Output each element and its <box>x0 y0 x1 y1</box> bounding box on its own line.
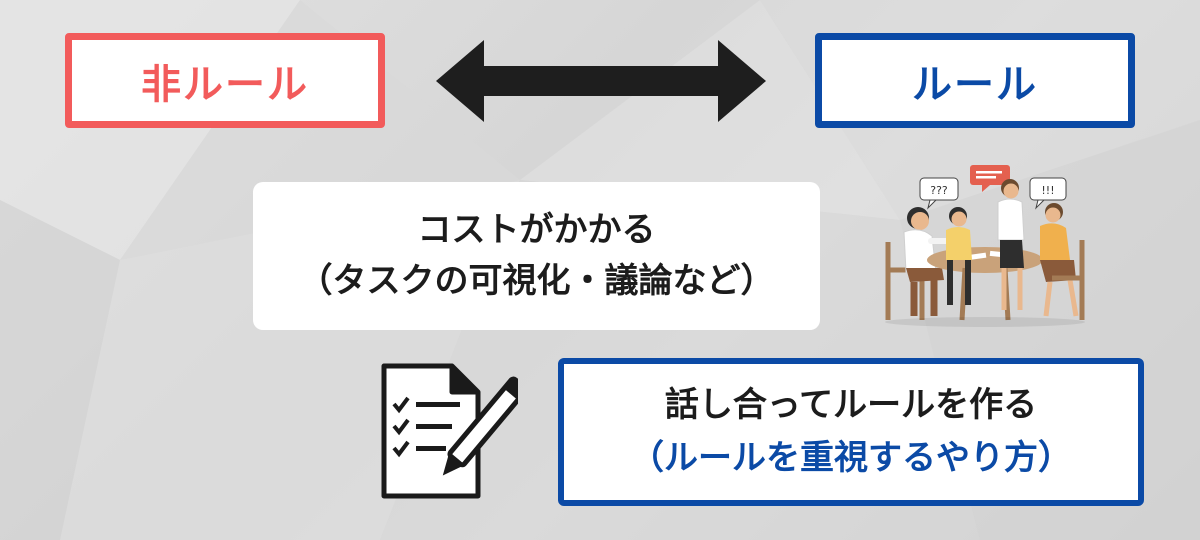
nonrule-label: 非ルール <box>141 61 309 108</box>
double-arrow-icon <box>436 40 766 122</box>
speech-bubble-center <box>970 165 1010 192</box>
nonrule-box: 非ルール <box>65 33 385 128</box>
rule-box: ルール <box>815 33 1135 128</box>
cost-box: コストがかかる （タスクの可視化・議論など） <box>253 182 820 330</box>
meeting-people-icon: ??? !!! <box>885 165 1085 327</box>
checklist-pen-icon <box>381 363 518 499</box>
method-line2: （ルールを重視するやり方） <box>630 438 1072 478</box>
bubble-right-text: !!! <box>1041 184 1054 197</box>
speech-bubble-left: ??? <box>919 177 959 210</box>
cost-line1: コストがかかる <box>417 210 656 250</box>
cost-line2: （タスクの可視化・議論など） <box>298 261 775 301</box>
bubble-left-text: ??? <box>930 184 948 197</box>
rule-label: ルール <box>912 61 1038 108</box>
speech-bubble-right: !!! <box>1029 177 1067 210</box>
method-box: 話し合ってルールを作る （ルールを重視するやり方） <box>558 358 1144 506</box>
method-line1: 話し合ってルールを作る <box>664 385 1038 426</box>
